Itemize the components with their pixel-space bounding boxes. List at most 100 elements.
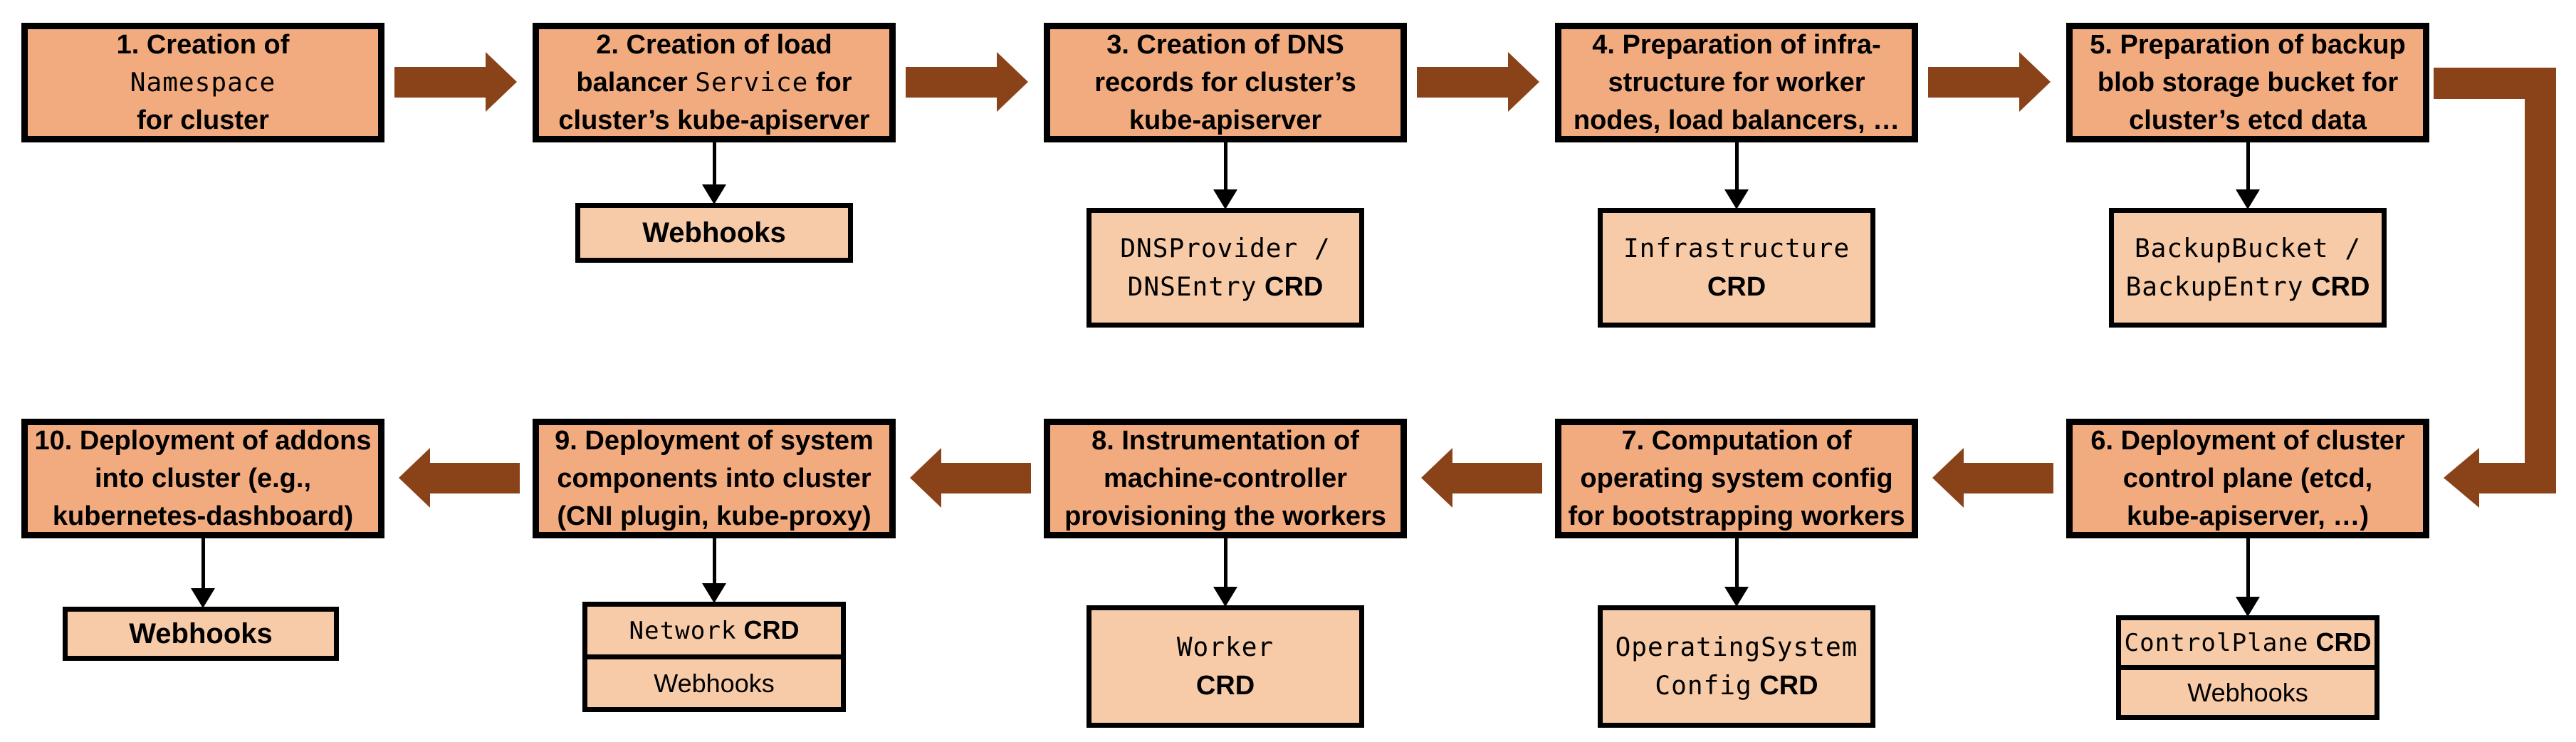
flow-arrow-left-shaft: [430, 463, 520, 493]
flow-arrow-right-head-icon: [486, 52, 517, 112]
text-line: ControlPlane CRD: [2124, 627, 2372, 658]
down-arrow-head-icon: [702, 583, 726, 603]
step-2-creation-of-load-balancer-service: 2. Creation of load balancer Service for c…: [533, 23, 896, 142]
step-3-dnsprovider-dnsentry-crd-box: DNSProvider / DNSEntry CRD: [1087, 208, 1364, 328]
step-8-instrumentation-of-machine-controller: 8. Instrumentation of machine-controller p…: [1044, 419, 1407, 538]
down-arrow-shaft: [712, 142, 716, 186]
step-5-backupbucket-backupentry-crd-box: BackupBucket / BackupEntry CRD: [2109, 208, 2387, 328]
down-arrow-shaft: [1223, 142, 1227, 191]
text-line: 3. Creation of DNS: [1106, 29, 1344, 60]
text-line: control plane (etcd,: [2122, 463, 2373, 493]
down-arrow-shaft: [1734, 142, 1739, 191]
text-line: 4. Preparation of infra-: [1592, 29, 1881, 60]
text-line: BackupEntry CRD: [2125, 272, 2370, 302]
text-line: Webhooks: [129, 618, 273, 649]
text-line: BackupBucket /: [2134, 234, 2362, 263]
down-arrow-shaft: [2246, 538, 2250, 598]
step-3-creation-of-dns-records: 3. Creation of DNS records for cluster’s k…: [1044, 23, 1407, 142]
text-line: Worker: [1176, 632, 1274, 662]
text-line: operating system config: [1580, 463, 1893, 493]
down-arrow-head-icon: [1213, 189, 1237, 209]
flow-arrow-left-head-icon: [399, 448, 430, 508]
step-6-deployment-of-control-plane: 6. Deployment of cluster control plane (e…: [2066, 419, 2429, 538]
elbow-connector-vertical-segment: [2525, 68, 2556, 493]
step-5-preparation-of-backup-bucket: 5. Preparation of backup blob storage buc…: [2066, 23, 2429, 142]
step-9-deployment-of-system-components: 9. Deployment of system components into c…: [533, 419, 896, 538]
flow-arrow-right-shaft: [1928, 67, 2019, 98]
text-line: 8. Instrumentation of: [1091, 425, 1359, 456]
step-9-webhooks-box: Webhooks: [582, 654, 846, 712]
flow-arrow-right-shaft: [394, 67, 486, 98]
step-10-webhooks-box: Webhooks: [63, 607, 339, 661]
down-arrow-shaft: [2246, 142, 2250, 191]
text-line: cluster’s kube-apiserver: [558, 105, 870, 135]
flow-arrow-right-shaft: [906, 67, 997, 98]
text-line: cluster’s etcd data: [2129, 105, 2367, 135]
text-line: 5. Preparation of backup: [2090, 29, 2406, 60]
text-line: DNSProvider /: [1120, 234, 1331, 263]
down-arrow-head-icon: [1724, 189, 1749, 209]
flow-arrow-right-head-icon: [2019, 52, 2051, 112]
text-line: for cluster: [137, 105, 269, 135]
flow-arrow-left-shaft: [1452, 463, 1542, 493]
step-1-creation-of-namespace: 1. Creation of Namespace for cluster: [21, 23, 384, 142]
step-2-webhooks-box: Webhooks: [575, 203, 853, 263]
text-line: Infrastructure: [1623, 234, 1850, 263]
text-line: records for cluster’s: [1094, 67, 1356, 98]
text-line: structure for worker: [1608, 67, 1865, 98]
text-line: Network CRD: [629, 615, 800, 646]
text-line: (CNI plugin, kube-proxy): [557, 501, 871, 531]
flow-arrow-left-head-icon: [1932, 448, 1964, 508]
elbow-connector-bottom-segment: [2479, 463, 2556, 493]
text-line: 2. Creation of load: [596, 29, 832, 60]
text-line: Webhooks: [2187, 677, 2308, 707]
step-9-network-crd-box: Network CRD: [582, 602, 846, 659]
elbow-connector-head-icon: [2444, 448, 2479, 508]
text-line: CRD: [1195, 671, 1255, 701]
step-4-preparation-of-infrastructure: 4. Preparation of infra-structure for wo…: [1555, 23, 1918, 142]
down-arrow-shaft: [712, 538, 716, 585]
text-line: CRD: [1707, 272, 1766, 302]
down-arrow-shaft: [201, 538, 205, 590]
text-line: balancer Service for: [576, 67, 852, 98]
text-line: Webhooks: [642, 217, 786, 249]
text-line: DNSEntry CRD: [1127, 272, 1324, 302]
down-arrow-head-icon: [702, 184, 726, 204]
text-line: Namespace: [130, 67, 276, 98]
down-arrow-head-icon: [1213, 587, 1237, 607]
text-line: machine-controller: [1103, 463, 1348, 493]
text-line: into cluster (e.g.,: [94, 463, 312, 493]
text-line: 1. Creation of: [116, 29, 290, 60]
text-line: 10. Deployment of addons: [34, 425, 372, 456]
text-line: for bootstrapping workers: [1568, 501, 1905, 531]
down-arrow-head-icon: [2236, 597, 2260, 617]
step-6-controlplane-crd-box: ControlPlane CRD: [2116, 615, 2379, 670]
text-line: kube-apiserver: [1129, 105, 1322, 135]
text-line: Config CRD: [1655, 671, 1818, 701]
text-line: components into cluster: [557, 463, 871, 493]
text-line: blob storage bucket for: [2097, 67, 2399, 98]
flow-arrow-right-head-icon: [997, 52, 1028, 112]
text-line: nodes, load balancers, …: [1573, 105, 1900, 135]
text-line: provisioning the workers: [1064, 501, 1386, 531]
down-arrow-shaft: [1734, 538, 1739, 588]
text-line: 7. Computation of: [1621, 425, 1852, 456]
down-arrow-head-icon: [2236, 189, 2260, 209]
flow-arrow-left-shaft: [941, 463, 1031, 493]
step-7-computation-of-os-config: 7. Computation of operating system config…: [1555, 419, 1918, 538]
text-line: kube-apiserver, …): [2126, 501, 2370, 531]
text-line: kubernetes-dashboard): [52, 501, 354, 531]
text-line: 6. Deployment of cluster: [2090, 425, 2405, 456]
flow-arrow-left-head-icon: [1421, 448, 1452, 508]
down-arrow-head-icon: [1724, 587, 1749, 607]
step-6-webhooks-box: Webhooks: [2116, 665, 2379, 720]
down-arrow-head-icon: [191, 588, 215, 608]
step-10-deployment-of-addons: 10. Deployment of addons into cluster (e.…: [21, 419, 384, 538]
text-line: Webhooks: [654, 668, 775, 698]
text-line: 9. Deployment of system: [555, 425, 874, 456]
flow-arrow-right-head-icon: [1508, 52, 1539, 112]
